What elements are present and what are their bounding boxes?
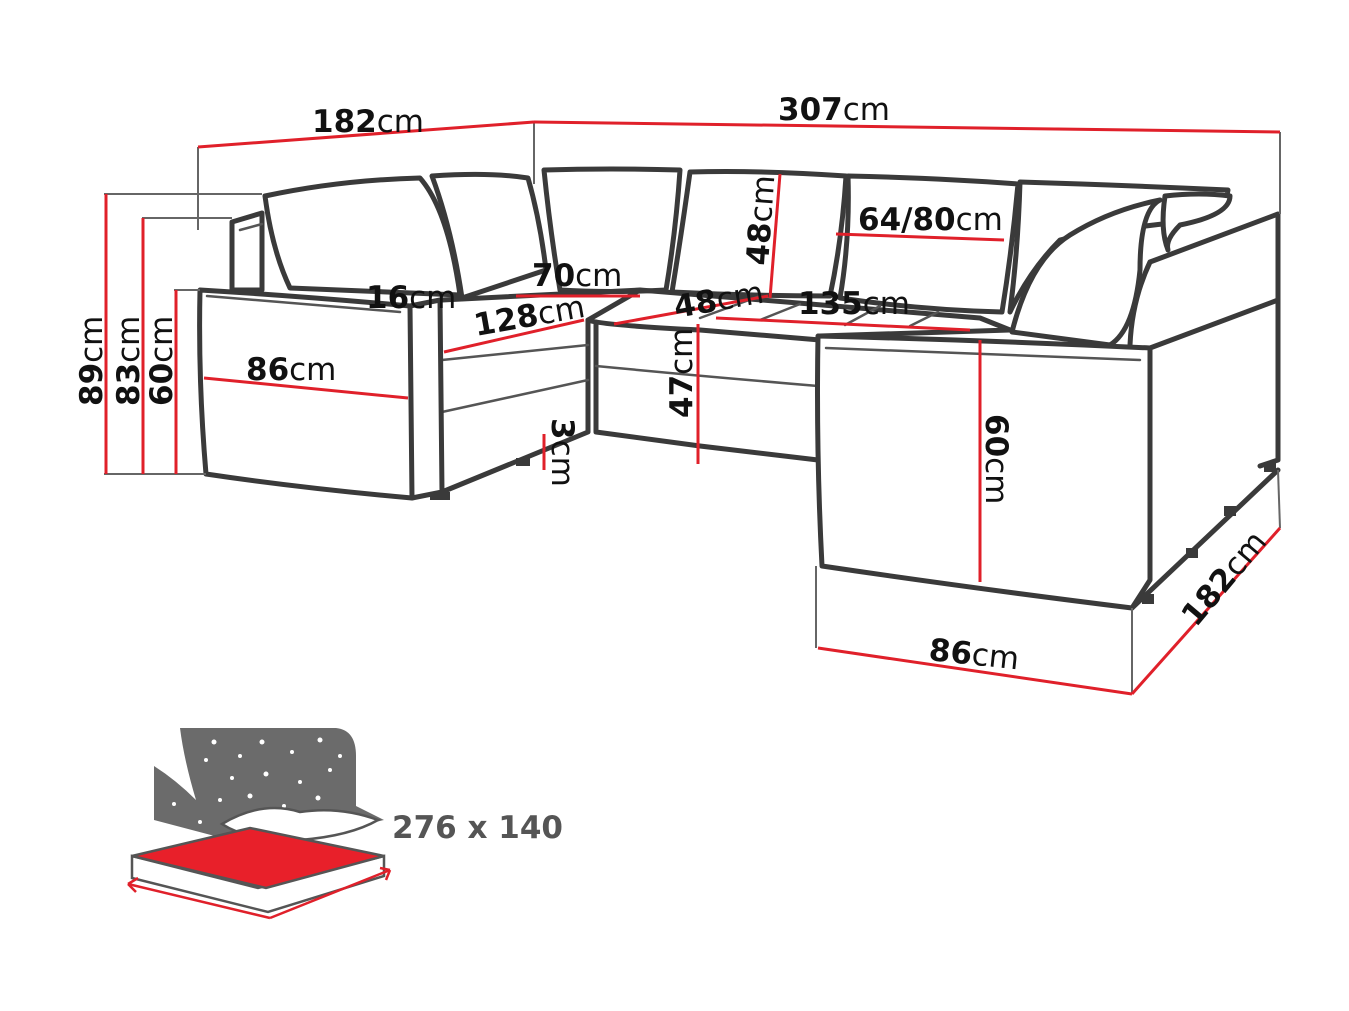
label-arm-width: 16cm: [366, 280, 456, 316]
label-right-depth: 182cm: [1175, 524, 1275, 633]
label-height-back: 83cm: [111, 316, 147, 406]
label-left-depth: 182cm: [312, 104, 424, 140]
label-seat-back-length: 135cm: [798, 286, 910, 322]
dimension-labels: 182cm 307cm 89cm 83cm 60cm 16cm 86cm 128…: [74, 92, 1274, 677]
label-leg-height: 3cm: [544, 418, 580, 487]
label-seat-height: 47cm: [664, 328, 700, 418]
mattress-icon: [131, 826, 385, 890]
bed-function-icon: 276 x 140: [127, 728, 563, 920]
label-height-total: 89cm: [74, 316, 110, 406]
bed-size-label: 276 x 140: [392, 810, 563, 846]
label-back-cushion-height: 48cm: [740, 174, 782, 267]
sofa-outline: [197, 166, 1281, 611]
dimension-lines: [104, 120, 1282, 696]
label-seat-depth-mid: 48cm: [671, 275, 766, 326]
label-height-arm: 60cm: [144, 316, 180, 406]
label-seat-corner-depth: 70cm: [532, 258, 622, 294]
stars-icon: [172, 737, 342, 824]
label-right-front-height: 60cm: [978, 414, 1014, 504]
label-left-arm-depth: 86cm: [246, 352, 336, 388]
label-total-width: 307cm: [778, 92, 890, 128]
label-right-front-width: 86cm: [927, 632, 1021, 677]
extension-lines: [104, 122, 1281, 694]
label-cushion-width: 64/80cm: [858, 202, 1003, 238]
